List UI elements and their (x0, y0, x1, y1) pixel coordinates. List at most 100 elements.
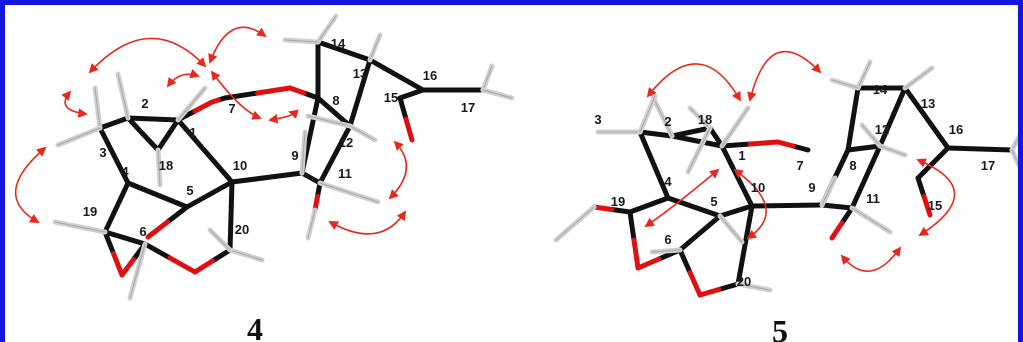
hydrogen-5-11-edge (555, 206, 595, 241)
atom-label-5-13: 13 (921, 96, 935, 111)
atom-label-4-2: 2 (141, 96, 148, 111)
hydrogen-5-15-edge (851, 207, 891, 233)
noe-5-c (644, 168, 720, 228)
atom-label-4-7: 7 (228, 101, 235, 116)
bond-4-1-18 (155, 117, 181, 153)
noe-4-a (88, 37, 207, 74)
hydrogen-5-18-edge (821, 177, 836, 206)
hydrogen-5-10-edge (687, 127, 711, 173)
bond-4-3-4 (97, 125, 131, 186)
bond-4-6-19 (102, 229, 148, 247)
atom-label-5-14: 14 (873, 82, 888, 97)
hydrogen-5-0-edge (857, 61, 871, 89)
bond-4-1-10 (175, 117, 235, 185)
hydrogen-4-1-edge (284, 39, 319, 43)
hydrogen-4-5-edge (177, 87, 206, 121)
bond-4-2-18 (125, 115, 161, 153)
c7-o-bond-oxygen (209, 97, 221, 105)
compound-label-4: 4 (247, 311, 263, 342)
c1-o-bond-oxygen (192, 99, 215, 114)
c6-o-bond (142, 241, 173, 261)
bond-4-13-16 (367, 57, 426, 93)
hydrogen-4-0-edge (317, 15, 337, 43)
c15-carbonyl-bond-5 (915, 175, 927, 199)
atom-label-4-3: 3 (99, 145, 106, 160)
atom-label-4-10: 10 (233, 158, 247, 173)
bond-5-5-10 (717, 203, 755, 219)
noe-4-f (14, 146, 47, 223)
noe-4-h (328, 210, 407, 235)
atom-label-4-19: 19 (83, 204, 97, 219)
atom-label-5-10: 10 (751, 180, 765, 195)
hydrogen-4-13-edge (307, 209, 316, 239)
hydrogen-4-11-edge (349, 125, 376, 141)
hydrogen-4-7-edge (94, 87, 101, 129)
bond-5-9-10 (749, 202, 825, 209)
bond-4-4-5 (125, 180, 190, 210)
hydrogen-4-17-edge (209, 229, 231, 251)
noe-5-b (747, 50, 822, 102)
compound-label-5: 5 (772, 313, 788, 342)
atom-label-4-12: 12 (339, 135, 353, 150)
c20-o-bond-oxygen (192, 258, 215, 275)
atom-label-5-6: 6 (664, 232, 671, 247)
noe-4-g (388, 140, 408, 200)
c20-o-bond (210, 247, 233, 264)
atom-label-5-4: 4 (664, 174, 672, 189)
c19-o-bond-oxygen (111, 251, 125, 278)
c6-o-bond-5-oxygen (635, 256, 662, 271)
bond-5-2-18 (669, 125, 713, 139)
bond-4-4-19 (102, 180, 131, 235)
c7-o-bond-5-oxygen (775, 139, 796, 149)
noe-4-b (208, 26, 267, 64)
atom-label-4-18: 18 (159, 158, 173, 173)
atom-label-4-6: 6 (139, 224, 146, 239)
hydrogen-4-4-edge (482, 89, 513, 99)
bond-4-11-12 (317, 123, 353, 186)
c19-hydroxyl-bond-5 (609, 207, 633, 215)
c11-hydroxyl-bond-5-oxygen (829, 220, 845, 241)
bond-4-5-10 (184, 179, 235, 210)
atom-label-5-15: 15 (928, 198, 942, 213)
hydrogen-4-3-edge (482, 65, 493, 91)
c6-o2-bond-5 (677, 247, 693, 275)
noe-4-c (61, 90, 88, 118)
c6-o-bond-oxygen (167, 255, 198, 275)
hydrogen-4-18-edge (301, 131, 306, 174)
c1-o-bond-5 (719, 141, 753, 149)
c19-o-bond-5 (627, 209, 637, 243)
atom-label-4-8: 8 (332, 93, 339, 108)
c6-o2-bond-oxygen (119, 257, 136, 278)
hydrogen-5-17-edge (1011, 149, 1021, 169)
noe-5-a (646, 63, 741, 102)
hydrogen-5-14-edge (719, 215, 743, 243)
atom-label-5-12: 12 (875, 122, 889, 137)
bond-4-12-13 (347, 57, 373, 129)
noe-4-e (210, 70, 262, 120)
hydrogen-5-1-edge (831, 79, 859, 89)
hydrogen-4-9-edge (157, 149, 161, 186)
bond-5-1-2 (669, 133, 725, 149)
hydrogen-5-12-edge (651, 249, 681, 253)
bond-4-9-10 (229, 170, 305, 185)
hydrogen-4-15-edge (129, 243, 146, 299)
bond-4-15-16 (397, 87, 426, 101)
hydrogen-4-8-edge (57, 127, 101, 146)
hydrogen-5-9-edge (639, 95, 656, 133)
bond-5-5-6 (677, 213, 723, 253)
atom-label-5-20: 20 (737, 274, 751, 289)
atom-label-4-11: 11 (338, 166, 352, 181)
bond-4-8-12 (315, 95, 353, 129)
bond-5-1-10 (719, 143, 755, 209)
c15-carbonyl-bond (397, 95, 409, 122)
bond-5-11-12 (849, 143, 883, 211)
c20-o-bond-5 (716, 281, 741, 292)
c5-c6-bond-oxygen (145, 219, 170, 240)
noe-5-f (840, 246, 902, 272)
hydrogen-5-4-edge (879, 145, 906, 156)
hydrogen-5-7-edge (689, 107, 711, 129)
bond-5-13-16 (902, 85, 951, 151)
atom-label-5-16: 16 (949, 122, 963, 137)
bond-5-10-20 (735, 203, 755, 287)
c19-o-bond (102, 229, 116, 256)
